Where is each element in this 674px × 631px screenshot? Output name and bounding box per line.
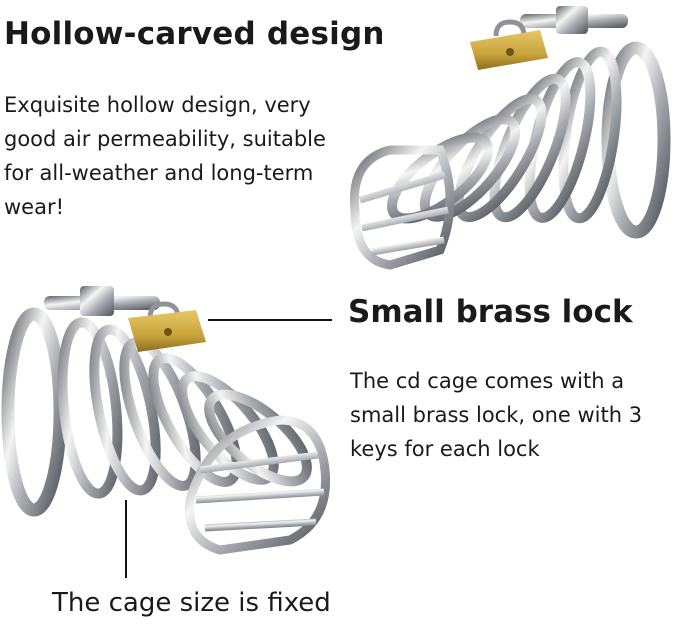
callout-line-size [125, 500, 127, 578]
cage-bottom-image [1, 286, 331, 555]
heading-brass-lock: Small brass lock [348, 294, 633, 330]
caption-size-fixed: The cage size is fixed [52, 588, 331, 618]
description-hollow-carved: Exquisite hollow design, very good air p… [4, 93, 326, 219]
cage-top-image [349, 6, 671, 270]
description-brass-lock: The cd cage comes with a small brass loc… [350, 369, 643, 461]
callout-line-lock [208, 319, 332, 321]
heading-hollow-carved: Hollow-carved design [4, 16, 385, 52]
